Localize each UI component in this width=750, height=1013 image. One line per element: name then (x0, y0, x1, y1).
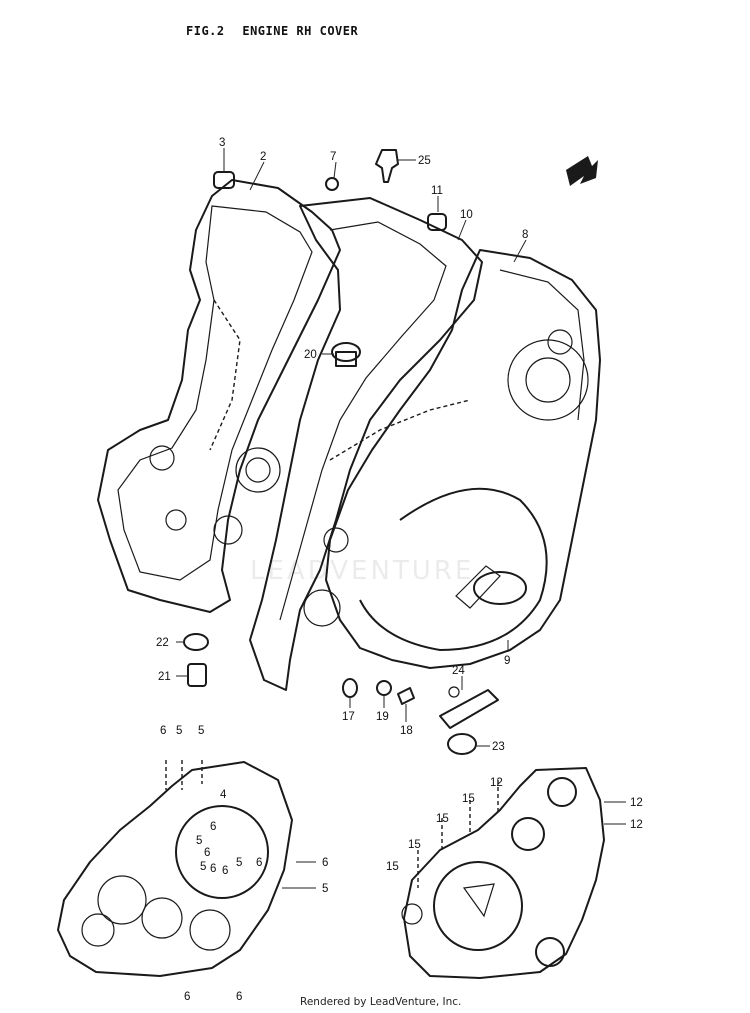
bolt-layout-right-view (401, 767, 605, 979)
callout-br-12b: 12 (630, 797, 643, 809)
callout-bl-6b: 6 (210, 821, 216, 833)
bolt-part-18 (397, 687, 415, 705)
callout-25: 25 (418, 155, 431, 167)
callout-9: 9 (504, 655, 510, 667)
callout-br-15c: 15 (408, 839, 421, 851)
figure-caption: ENGINE RH COVER (242, 24, 359, 38)
drain-plug-part-21 (187, 663, 207, 687)
callout-2: 2 (260, 151, 266, 163)
callout-br-12c: 12 (630, 819, 643, 831)
crankcase-gasket-part (97, 179, 341, 613)
rh-engine-cover-part (325, 249, 601, 669)
callout-bl-6h: 6 (184, 991, 190, 1003)
washer-part-19 (376, 680, 392, 696)
callout-bl-5b: 5 (198, 725, 204, 737)
figure-number: FIG.2 (186, 24, 225, 38)
callout-bl-6i: 6 (236, 991, 242, 1003)
callout-bl-6f: 6 (222, 865, 228, 877)
callout-23: 23 (492, 741, 505, 753)
bracket-part-24 (439, 686, 499, 729)
callout-11: 11 (431, 185, 443, 197)
callout-bl-6a: 6 (160, 725, 166, 737)
callout-bl-5c: 5 (196, 835, 202, 847)
callout-br-15d: 15 (386, 861, 399, 873)
callout-br-15b: 15 (436, 813, 449, 825)
callout-bl-6c: 6 (204, 847, 210, 859)
callout-bl-5f: 5 (322, 883, 328, 895)
callout-bl-6g: 6 (322, 857, 328, 869)
callout-8: 8 (522, 229, 528, 241)
callout-bl-5a: 5 (176, 725, 182, 737)
callout-br-15a: 15 (462, 793, 475, 805)
footer-credit: Rendered by LeadVenture, Inc. (300, 996, 462, 1008)
sensor-part-25 (375, 149, 399, 183)
dowel-pin-part-11 (427, 213, 447, 231)
washer-part-7 (325, 177, 339, 191)
callout-bl-6e: 6 (210, 863, 216, 875)
gasket-part-22 (183, 633, 209, 651)
callout-bl-4: 4 (220, 789, 227, 801)
oil-filler-cap-part-20 (331, 342, 361, 367)
callout-3: 3 (219, 137, 225, 149)
callout-bl-5e: 5 (236, 857, 242, 869)
inner-cover-gasket-part (249, 197, 483, 691)
watermark-text: LEADVENTURE (250, 556, 475, 586)
callout-21: 21 (158, 671, 171, 683)
callout-br-12a: 12 (490, 777, 503, 789)
grommet-part-17 (342, 678, 358, 698)
callout-20: 20 (304, 349, 317, 361)
leader-lines (176, 148, 626, 889)
callout-24: 24 (452, 665, 465, 677)
callout-7: 7 (330, 151, 336, 163)
bolt-layout-left-view (57, 760, 293, 977)
callout-10: 10 (460, 209, 473, 221)
figure-title: FIG.2 ENGINE RH COVER (186, 24, 368, 38)
front-arrow-icon (566, 156, 598, 186)
callout-22: 22 (156, 637, 169, 649)
grommet-part-23 (447, 733, 477, 755)
callout-19: 19 (376, 711, 389, 723)
callout-bl-5d: 5 (200, 861, 206, 873)
callout-18: 18 (400, 725, 413, 737)
callout-17: 17 (342, 711, 355, 723)
callout-labels: 2 3 7 25 11 10 8 20 22 21 17 19 18 24 9 … (156, 137, 643, 1003)
callout-bl-6d: 6 (256, 857, 262, 869)
